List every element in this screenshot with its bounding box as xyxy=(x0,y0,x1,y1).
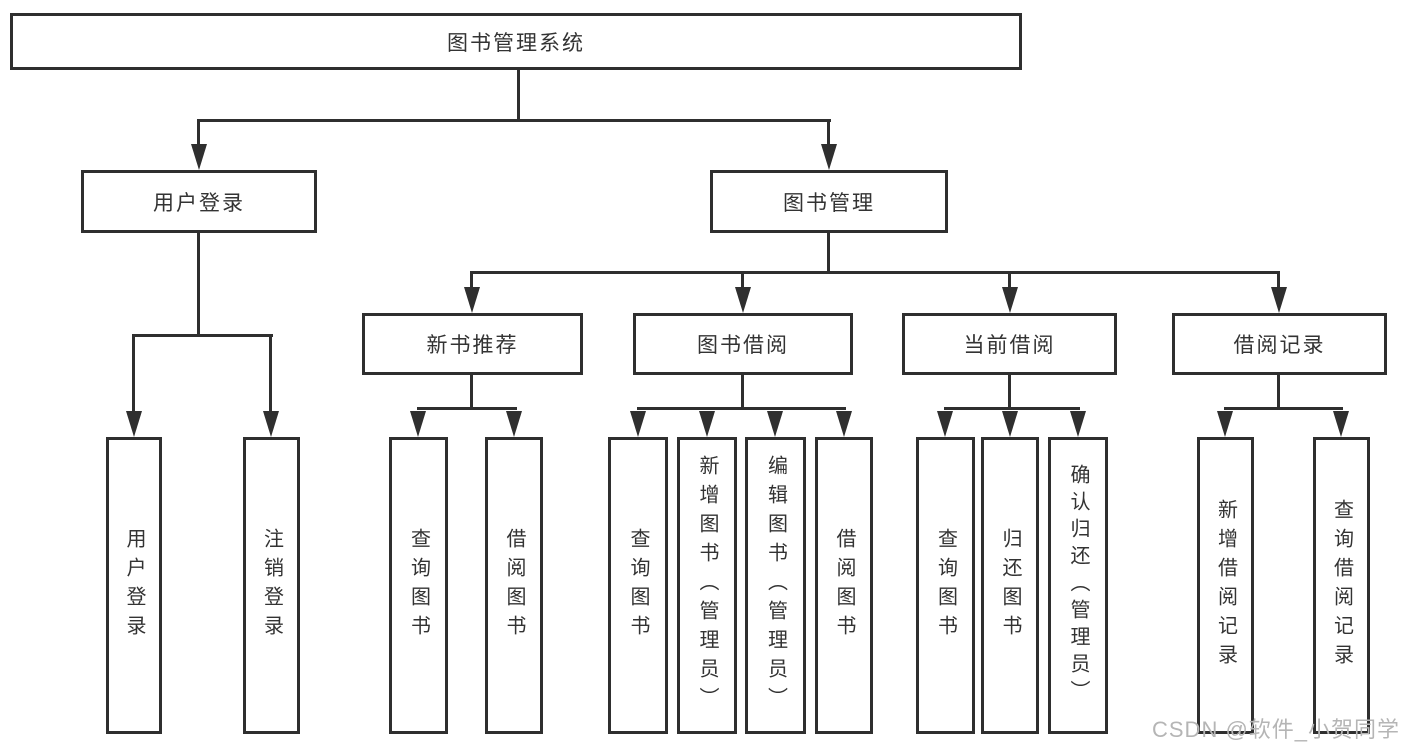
node-label: 图书管理系统 xyxy=(447,31,585,55)
connector-line xyxy=(470,271,473,289)
connector-line xyxy=(1277,271,1280,289)
connector-line xyxy=(637,407,846,410)
connector-line xyxy=(741,271,744,289)
node-user-login: 用户登录 xyxy=(81,170,317,233)
node-new-book-recommend: 新书推荐 xyxy=(362,313,583,375)
connector-line xyxy=(133,334,273,337)
connector-line xyxy=(471,271,1280,274)
leaf-bb-edit-book-admin: 编辑图书（管理员） xyxy=(745,437,806,734)
node-label: 借阅记录 xyxy=(1233,334,1326,357)
connector-line xyxy=(1008,271,1011,289)
arrow-down-icon xyxy=(630,411,646,437)
arrow-down-icon xyxy=(191,144,207,170)
connector-line xyxy=(517,68,520,122)
connector-line xyxy=(197,233,200,337)
connector-line xyxy=(1277,375,1280,409)
connector-line xyxy=(1008,375,1011,409)
node-label: 图书管理 xyxy=(783,191,875,215)
connector-line xyxy=(944,407,1080,410)
node-label: 查询借阅记录 xyxy=(1330,498,1353,673)
leaf-cb-query-book: 查询图书 xyxy=(916,437,975,734)
arrow-down-icon xyxy=(1271,287,1287,313)
arrow-down-icon xyxy=(735,287,751,313)
node-label: 用户登录 xyxy=(123,527,145,644)
connector-line xyxy=(827,119,830,147)
arrow-down-icon xyxy=(1002,287,1018,313)
connector-line xyxy=(827,233,830,273)
node-label: 借阅图书 xyxy=(503,527,525,644)
leaf-br-query-record: 查询借阅记录 xyxy=(1313,437,1370,734)
connector-line xyxy=(417,407,517,410)
arrow-down-icon xyxy=(263,411,279,437)
leaf-nb-borrow-book: 借阅图书 xyxy=(485,437,543,734)
arrow-down-icon xyxy=(821,144,837,170)
connector-line xyxy=(197,119,831,122)
arrow-down-icon xyxy=(464,287,480,313)
connector-line xyxy=(741,375,744,409)
node-label: 查询图书 xyxy=(934,527,957,644)
node-label: 新书推荐 xyxy=(426,334,519,357)
arrow-down-icon xyxy=(410,411,426,437)
arrow-down-icon xyxy=(506,411,522,437)
node-book-borrow: 图书借阅 xyxy=(633,313,853,375)
node-label: 归还图书 xyxy=(999,527,1021,644)
leaf-bb-borrow-book: 借阅图书 xyxy=(815,437,873,734)
leaf-bb-query-book: 查询图书 xyxy=(608,437,668,734)
node-label: 确认归还（管理员） xyxy=(1067,464,1089,707)
connector-line xyxy=(197,119,200,147)
node-label: 当前借阅 xyxy=(963,334,1056,357)
arrow-down-icon xyxy=(1002,411,1018,437)
node-library-management-system: 图书管理系统 xyxy=(10,13,1022,70)
arrow-down-icon xyxy=(1070,411,1086,437)
arrow-down-icon xyxy=(937,411,953,437)
node-label: 查询图书 xyxy=(407,527,430,644)
connector-line xyxy=(470,375,473,409)
arrow-down-icon xyxy=(699,411,715,437)
leaf-cb-confirm-return-admin: 确认归还（管理员） xyxy=(1048,437,1108,734)
node-borrow-records: 借阅记录 xyxy=(1172,313,1387,375)
arrow-down-icon xyxy=(126,411,142,437)
node-book-management: 图书管理 xyxy=(710,170,948,233)
node-label: 用户登录 xyxy=(153,191,245,215)
node-label: 编辑图书（管理员） xyxy=(764,455,787,716)
connector-line xyxy=(132,334,135,412)
leaf-cb-return-book: 归还图书 xyxy=(981,437,1039,734)
node-label: 查询图书 xyxy=(627,527,649,644)
connector-line xyxy=(269,334,272,412)
arrow-down-icon xyxy=(1217,411,1233,437)
leaf-nb-query-book: 查询图书 xyxy=(389,437,448,734)
node-current-borrow: 当前借阅 xyxy=(902,313,1117,375)
node-label: 新增借阅记录 xyxy=(1214,498,1237,673)
connector-line xyxy=(1224,407,1343,410)
leaf-user-login: 用户登录 xyxy=(106,437,162,734)
arrow-down-icon xyxy=(767,411,783,437)
leaf-br-add-record: 新增借阅记录 xyxy=(1197,437,1254,734)
leaf-logout-login: 注销登录 xyxy=(243,437,300,734)
watermark: CSDN @软件_小贺同学 xyxy=(1152,717,1401,742)
arrow-down-icon xyxy=(1333,411,1349,437)
arrow-down-icon xyxy=(836,411,852,437)
leaf-bb-add-book-admin: 新增图书（管理员） xyxy=(677,437,737,734)
node-label: 新增图书（管理员） xyxy=(696,455,718,716)
node-label: 注销登录 xyxy=(260,527,283,644)
node-label: 图书借阅 xyxy=(697,334,789,357)
node-label: 借阅图书 xyxy=(833,527,855,644)
